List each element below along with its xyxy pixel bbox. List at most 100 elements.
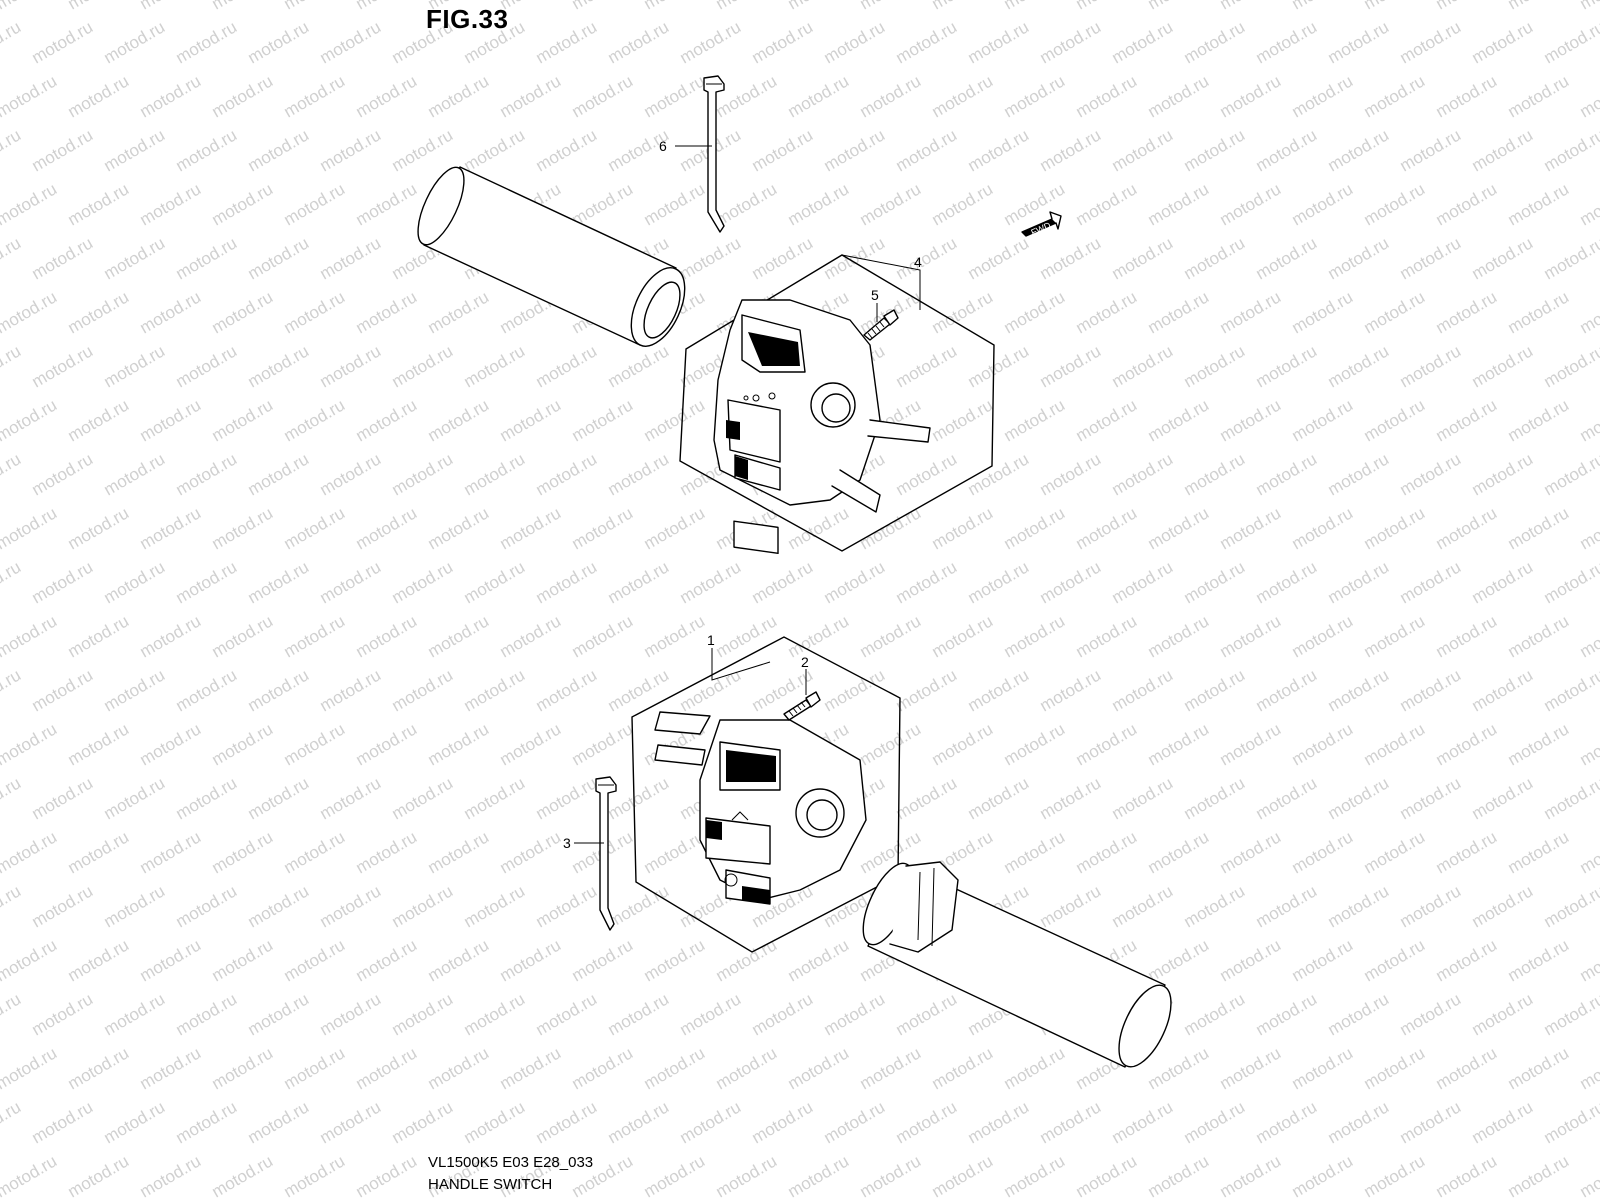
watermark-text: motod.ru: [353, 287, 421, 337]
watermark-text: motod.ru: [677, 989, 745, 1039]
watermark-text: motod.ru: [1253, 233, 1321, 283]
watermark-text: motod.ru: [1253, 125, 1321, 175]
watermark-text: motod.ru: [0, 773, 24, 823]
watermark-text: motod.ru: [1541, 989, 1600, 1039]
watermark-text: motod.ru: [0, 287, 60, 337]
watermark-text: motod.ru: [893, 557, 961, 607]
watermark-text: motod.ru: [1001, 0, 1069, 13]
watermark-text: motod.ru: [641, 1043, 709, 1093]
watermark-text: motod.ru: [1505, 1043, 1573, 1093]
watermark-text: motod.ru: [1397, 881, 1465, 931]
watermark-text: motod.ru: [209, 1043, 277, 1093]
diagram-code: VL1500K5 E03 E28_033: [428, 1154, 594, 1171]
watermark-text: motod.ru: [1325, 989, 1393, 1039]
watermark-text: motod.ru: [245, 125, 313, 175]
watermark-text: motod.ru: [245, 665, 313, 715]
watermark-text: motod.ru: [1469, 557, 1537, 607]
watermark-text: motod.ru: [749, 557, 817, 607]
watermark-text: motod.ru: [1397, 773, 1465, 823]
watermark-text: motod.ru: [1253, 881, 1321, 931]
watermark-text: motod.ru: [0, 395, 60, 445]
watermark-text: motod.ru: [929, 0, 997, 13]
watermark-text: motod.ru: [173, 125, 241, 175]
watermark-text: motod.ru: [1505, 503, 1573, 553]
watermark-text: motod.ru: [1073, 0, 1141, 13]
watermark-text: motod.ru: [1217, 719, 1285, 769]
watermark-text: motod.ru: [29, 881, 97, 931]
watermark-text: motod.ru: [1217, 1151, 1285, 1200]
watermark-text: motod.ru: [569, 719, 637, 769]
watermark-text: motod.ru: [389, 881, 457, 931]
watermark-text: motod.ru: [0, 989, 24, 1039]
watermark-text: motod.ru: [1577, 0, 1600, 13]
watermark-text: motod.ru: [1469, 449, 1537, 499]
watermark-text: motod.ru: [1217, 395, 1285, 445]
watermark-text: motod.ru: [965, 773, 1033, 823]
watermark-text: motod.ru: [1181, 557, 1249, 607]
watermark-text: motod.ru: [1253, 773, 1321, 823]
watermark-text: motod.ru: [209, 179, 277, 229]
watermark-text: motod.ru: [965, 17, 1033, 67]
watermark-text: motod.ru: [533, 665, 601, 715]
watermark-text: motod.ru: [1325, 1097, 1393, 1147]
watermark-text: motod.ru: [1073, 287, 1141, 337]
watermark-text: motod.ru: [929, 611, 997, 661]
watermark-text: motod.ru: [425, 287, 493, 337]
watermark-text: motod.ru: [965, 233, 1033, 283]
watermark-text: motod.ru: [1289, 503, 1357, 553]
watermark-text: motod.ru: [533, 989, 601, 1039]
watermark-text: motod.ru: [461, 989, 529, 1039]
watermark-text: motod.ru: [497, 395, 565, 445]
watermark-text: motod.ru: [29, 233, 97, 283]
watermark-text: motod.ru: [1361, 287, 1429, 337]
watermark-text: motod.ru: [1361, 0, 1429, 13]
watermark-text: motod.ru: [281, 503, 349, 553]
watermark-text: motod.ru: [605, 665, 673, 715]
watermark-text: motod.ru: [1325, 773, 1393, 823]
watermark-text: motod.ru: [1397, 557, 1465, 607]
watermark-text: motod.ru: [1505, 71, 1573, 121]
watermark-text: motod.ru: [1289, 179, 1357, 229]
watermark-text: motod.ru: [353, 935, 421, 985]
watermark-text: motod.ru: [29, 17, 97, 67]
watermark-text: motod.ru: [281, 1043, 349, 1093]
watermark-text: motod.ru: [389, 341, 457, 391]
watermark-text: motod.ru: [1289, 935, 1357, 985]
watermark-text: motod.ru: [317, 449, 385, 499]
watermark-text: motod.ru: [29, 773, 97, 823]
watermark-text: motod.ru: [353, 719, 421, 769]
watermark-text: motod.ru: [641, 935, 709, 985]
watermark-text: motod.ru: [785, 935, 853, 985]
watermark-text: motod.ru: [1217, 1043, 1285, 1093]
watermark-text: motod.ru: [785, 611, 853, 661]
watermark-text: motod.ru: [1541, 1097, 1600, 1147]
watermark-text: motod.ru: [29, 449, 97, 499]
watermark-text: motod.ru: [1361, 1151, 1429, 1200]
watermark-text: motod.ru: [1145, 179, 1213, 229]
watermark-text: motod.ru: [821, 557, 889, 607]
watermark-text: motod.ru: [0, 17, 24, 67]
watermark-text: motod.ru: [209, 719, 277, 769]
watermark-text: motod.ru: [0, 1151, 60, 1200]
watermark-text: motod.ru: [1361, 71, 1429, 121]
watermark-text: motod.ru: [1469, 125, 1537, 175]
watermark-text: motod.ru: [605, 341, 673, 391]
watermark-text: motod.ru: [1217, 827, 1285, 877]
watermark-text: motod.ru: [605, 449, 673, 499]
watermark-text: motod.ru: [29, 125, 97, 175]
watermark-text: motod.ru: [0, 71, 60, 121]
watermark-text: motod.ru: [893, 341, 961, 391]
watermark-text: motod.ru: [245, 773, 313, 823]
watermark-text: motod.ru: [1361, 179, 1429, 229]
watermark-text: motod.ru: [1145, 719, 1213, 769]
watermark-text: motod.ru: [1217, 935, 1285, 985]
watermark-text: motod.ru: [1073, 611, 1141, 661]
watermark-text: motod.ru: [1253, 341, 1321, 391]
watermark-text: motod.ru: [1145, 611, 1213, 661]
watermark-text: motod.ru: [893, 989, 961, 1039]
watermark-text: motod.ru: [1253, 665, 1321, 715]
watermark-text: motod.ru: [569, 1043, 637, 1093]
watermark-text: motod.ru: [1217, 0, 1285, 13]
watermark-text: motod.ru: [0, 1097, 24, 1147]
watermark-text: motod.ru: [893, 449, 961, 499]
